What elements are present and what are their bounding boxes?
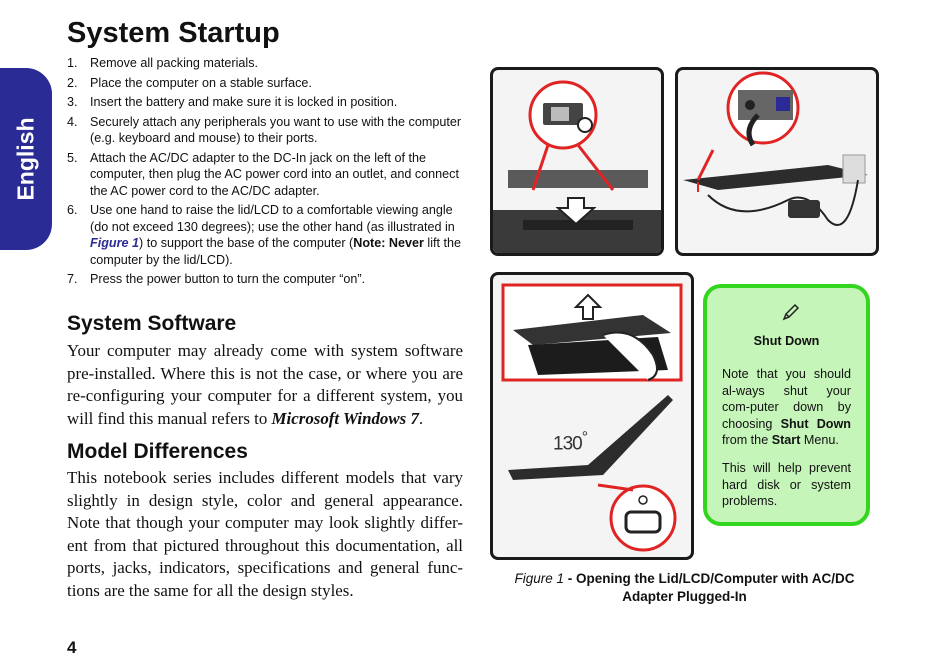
product-name: Microsoft Windows 7 [271, 408, 419, 428]
language-tab-label: English [12, 117, 39, 201]
figure-caption: Figure 1 - Opening the Lid/LCD/Computer … [514, 571, 855, 604]
note-paragraph: This will help prevent hard disk or syst… [722, 461, 851, 508]
list-item: 6.Use one hand to raise the lid/LCD to a… [67, 203, 462, 267]
software-heading: System Software [67, 312, 237, 335]
pencil-icon [782, 303, 800, 321]
list-item: 4.Securely attach any peripherals you wa… [67, 114, 462, 146]
angle-label: 130° [553, 429, 588, 455]
page-title: System Startup [67, 17, 280, 49]
list-item: 1.Remove all packing materials. [67, 56, 258, 70]
figure-link[interactable]: Figure 1 [90, 236, 139, 250]
battery-latch-photo [490, 67, 664, 256]
list-item: 7.Press the power button to turn the com… [67, 272, 366, 286]
shutdown-note: Shut Down Note that you should al-ways s… [703, 284, 870, 526]
ac-adapter-photo [675, 67, 879, 256]
note-label: Note: Never [353, 236, 424, 250]
list-item: 2.Place the computer on a stable surface… [67, 75, 312, 90]
list-item: 5.Attach the AC/DC adapter to the DC-In … [67, 150, 459, 198]
list-item: 3.Insert the battery and make sure it is… [67, 95, 398, 109]
language-tab [0, 68, 52, 250]
open-lid-photo: 130° [490, 272, 694, 560]
note-title: Shut Down [753, 334, 820, 348]
models-body: This notebook series includes different … [67, 468, 463, 600]
software-body: Your computer may already come with syst… [67, 341, 463, 428]
note-paragraph: Note that you should al-ways shut your c… [722, 367, 851, 447]
models-heading: Model Differences [67, 440, 248, 463]
page-number: 4 [67, 638, 77, 657]
startup-steps: 1.Remove all packing materials. 2.Place … [67, 55, 467, 291]
